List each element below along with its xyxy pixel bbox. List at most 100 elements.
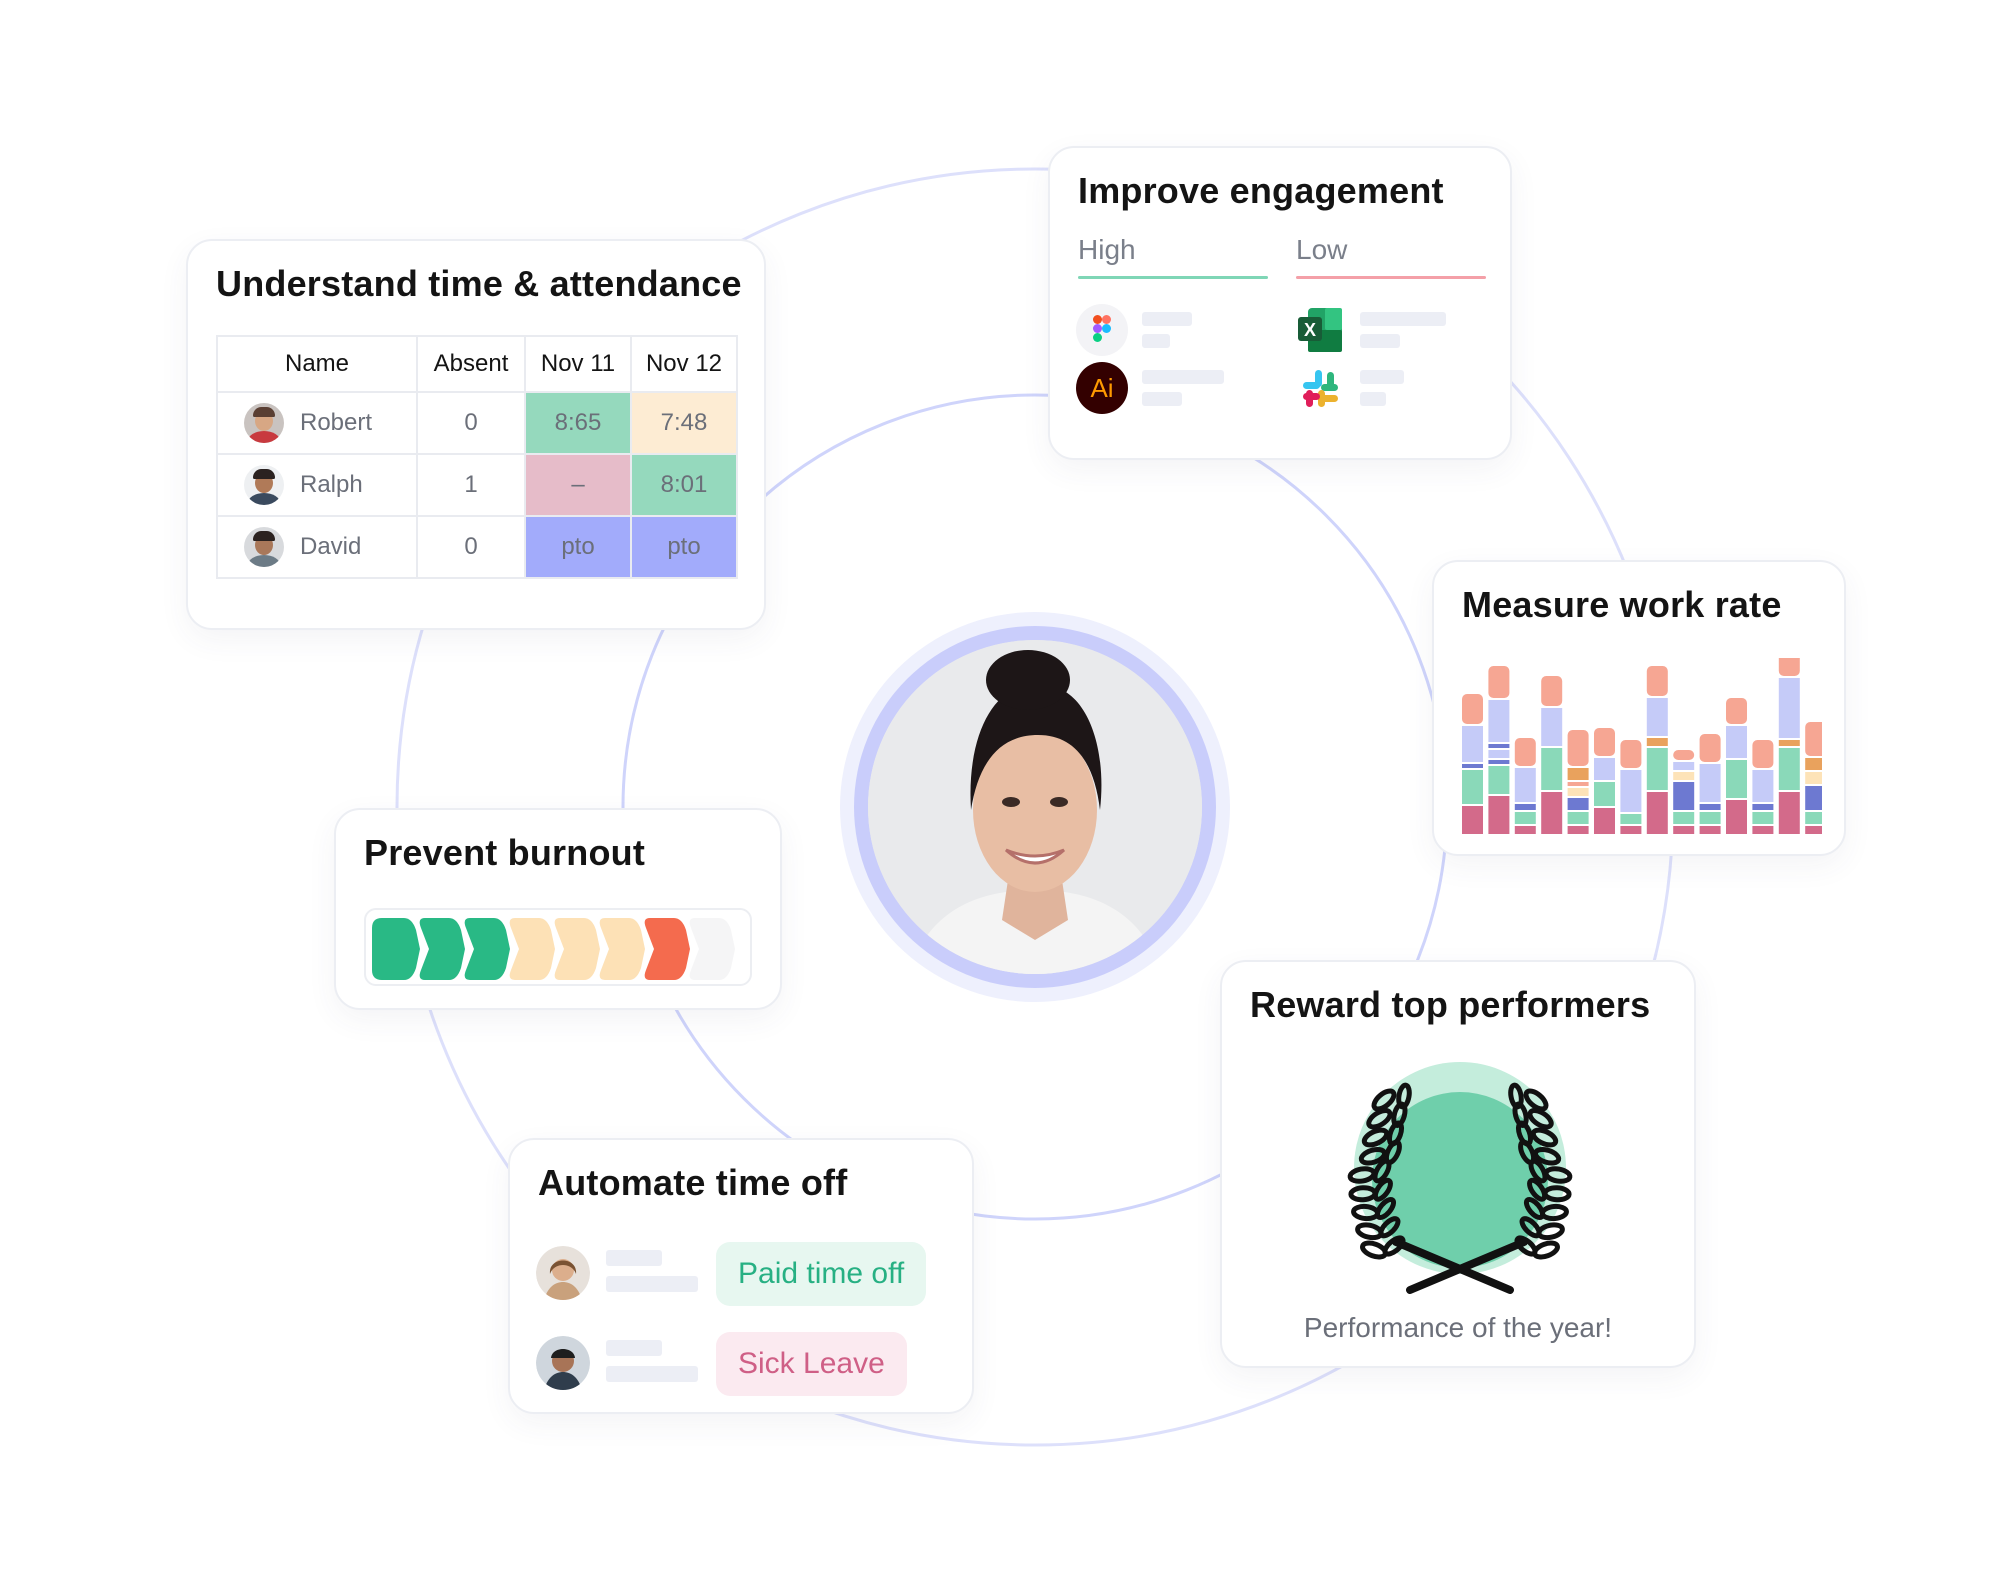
workrate-bars bbox=[1462, 658, 1822, 834]
placeholder-line bbox=[1360, 312, 1446, 326]
laurel-leaf bbox=[1372, 1177, 1393, 1202]
nov11-cell: 8:65 bbox=[524, 391, 632, 455]
bar-segment bbox=[1752, 770, 1774, 802]
bar-segment bbox=[1488, 796, 1510, 834]
bar-segment bbox=[1673, 826, 1695, 834]
laurel-leaf bbox=[1528, 1158, 1548, 1184]
laurel-leaf bbox=[1533, 1146, 1562, 1166]
bar-segment bbox=[1567, 782, 1589, 786]
bar-segment bbox=[1805, 772, 1822, 784]
bar-segment bbox=[1462, 694, 1483, 724]
laurel-leaf bbox=[1523, 1088, 1549, 1112]
bar-segment bbox=[1567, 768, 1589, 780]
nov12-cell: pto bbox=[630, 515, 738, 579]
laurel-leaf bbox=[1366, 1108, 1393, 1130]
sick-leave-badge[interactable]: Sick Leave bbox=[716, 1332, 907, 1396]
high-label: High bbox=[1078, 234, 1136, 265]
placeholder-line bbox=[606, 1250, 662, 1266]
bar-segment bbox=[1462, 764, 1483, 768]
bar-segment bbox=[1462, 806, 1483, 834]
table-row[interactable]: Ralph 1 – 8:01 bbox=[216, 453, 738, 517]
header-nov12: Nov 12 bbox=[630, 335, 738, 393]
work-rate-bar bbox=[1462, 694, 1483, 834]
work-rate-bar bbox=[1541, 676, 1563, 834]
bar-segment bbox=[1488, 744, 1510, 748]
timeoff-card: Automate time off Paid time off Sick Lea… bbox=[508, 1138, 974, 1414]
laurel-leaf bbox=[1382, 1235, 1406, 1257]
bar-segment bbox=[1726, 760, 1747, 798]
bar-segment bbox=[1541, 708, 1563, 746]
bar-segment bbox=[1673, 750, 1695, 760]
work-rate-bar bbox=[1726, 698, 1747, 834]
laurel-leaf bbox=[1527, 1108, 1554, 1130]
placeholder-line bbox=[1142, 334, 1170, 348]
workrate-card: Measure work rate bbox=[1432, 560, 1846, 856]
high-underline bbox=[1078, 276, 1268, 279]
work-rate-bar bbox=[1488, 666, 1510, 834]
bar-segment bbox=[1620, 814, 1642, 824]
laurel-leaf bbox=[1361, 1127, 1390, 1148]
name-cell: Ralph bbox=[216, 453, 418, 517]
attendance-card: Understand time & attendance Name Absent… bbox=[186, 239, 766, 630]
bar-segment bbox=[1778, 678, 1800, 738]
work-rate-bar bbox=[1567, 730, 1589, 834]
illustrator-icon: Ai bbox=[1076, 362, 1128, 414]
row-name: Robert bbox=[300, 409, 373, 436]
table-row[interactable]: David 0 pto pto bbox=[216, 515, 738, 579]
bar-segment bbox=[1646, 698, 1668, 736]
laurel-leaf bbox=[1378, 1216, 1401, 1239]
bar-segment bbox=[1514, 826, 1536, 834]
burnout-level-chevron bbox=[509, 918, 555, 980]
bar-segment bbox=[1752, 812, 1774, 824]
nov12-cell: 8:01 bbox=[630, 453, 738, 517]
header-absent: Absent bbox=[416, 335, 526, 393]
bar-segment bbox=[1514, 812, 1536, 824]
laurel-leaf bbox=[1523, 1196, 1546, 1221]
work-rate-bar bbox=[1805, 722, 1822, 834]
work-rate-bar bbox=[1699, 734, 1721, 834]
name-cell: Robert bbox=[216, 391, 418, 455]
paid-time-off-badge[interactable]: Paid time off bbox=[716, 1242, 927, 1306]
bar-segment bbox=[1541, 676, 1563, 706]
placeholder-line bbox=[606, 1340, 662, 1356]
placeholder-line bbox=[1360, 392, 1386, 406]
bar-segment bbox=[1488, 766, 1510, 794]
avatar bbox=[244, 403, 284, 443]
workrate-title: Measure work rate bbox=[1462, 584, 1782, 625]
attendance-title: Understand time & attendance bbox=[216, 263, 742, 304]
placeholder-line bbox=[1360, 370, 1404, 384]
bar-segment bbox=[1620, 826, 1642, 834]
bar-segment bbox=[1620, 770, 1642, 812]
bar-segment bbox=[1805, 758, 1822, 770]
bar-segment bbox=[1594, 782, 1615, 806]
bar-segment bbox=[1620, 740, 1642, 768]
avatar bbox=[536, 1336, 590, 1390]
bar-segment bbox=[1488, 760, 1510, 764]
laurel-leaf bbox=[1372, 1158, 1392, 1184]
bar-segment bbox=[1699, 734, 1721, 762]
laurel-leaf bbox=[1530, 1127, 1559, 1148]
bar-segment bbox=[1462, 726, 1483, 762]
bar-segment bbox=[1726, 800, 1747, 834]
timeoff-title: Automate time off bbox=[538, 1162, 848, 1203]
row-name: Ralph bbox=[300, 471, 363, 498]
burnout-level-chevron bbox=[372, 918, 420, 980]
bar-segment bbox=[1673, 772, 1695, 780]
bar-segment bbox=[1699, 826, 1721, 834]
bar-segment bbox=[1805, 786, 1822, 810]
placeholder-line bbox=[1142, 312, 1192, 326]
placeholder-line bbox=[1142, 392, 1182, 406]
table-row[interactable]: Robert 0 8:65 7:48 bbox=[216, 391, 738, 455]
reward-card: Reward top performers Performance of the… bbox=[1220, 960, 1696, 1368]
avatar bbox=[244, 527, 284, 567]
bar-segment bbox=[1514, 768, 1536, 802]
excel-icon: X bbox=[1294, 304, 1346, 356]
bar-segment bbox=[1567, 798, 1589, 810]
bar-segment bbox=[1699, 812, 1721, 824]
nov11-cell: – bbox=[524, 453, 632, 517]
bar-segment bbox=[1594, 808, 1615, 834]
nov12-cell: 7:48 bbox=[630, 391, 738, 455]
laurel-leaf bbox=[1514, 1235, 1538, 1257]
placeholder-line bbox=[606, 1366, 698, 1382]
bar-segment bbox=[1462, 770, 1483, 804]
